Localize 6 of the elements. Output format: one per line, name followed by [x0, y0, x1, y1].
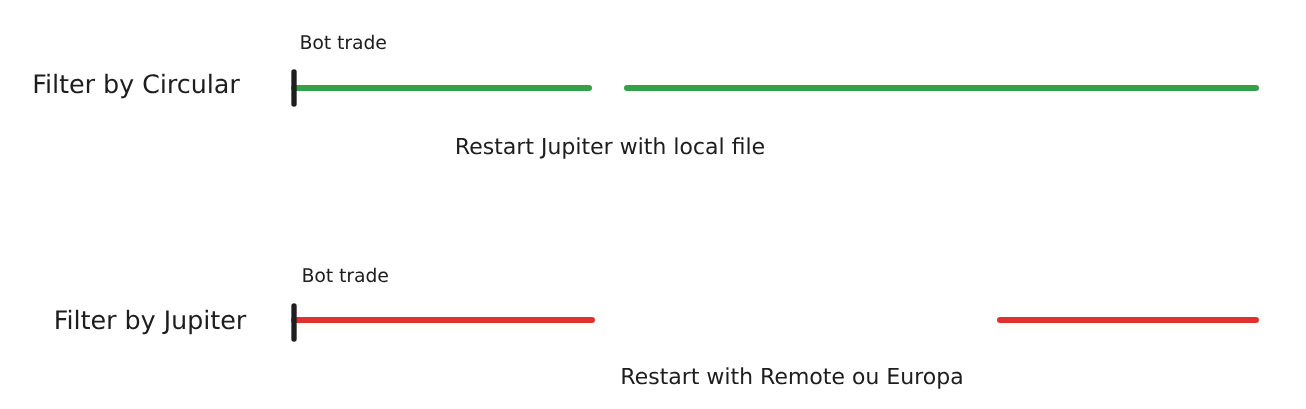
row-label: Filter by Circular	[34, 73, 240, 99]
event-label: Restart Jupiter with local file	[457, 137, 764, 159]
event-label: Restart with Remote ou Europa	[622, 367, 962, 389]
event-label: Bot trade	[301, 34, 386, 50]
event-label: Bot trade	[303, 267, 388, 283]
row-label: Filter by Jupiter	[56, 309, 247, 335]
